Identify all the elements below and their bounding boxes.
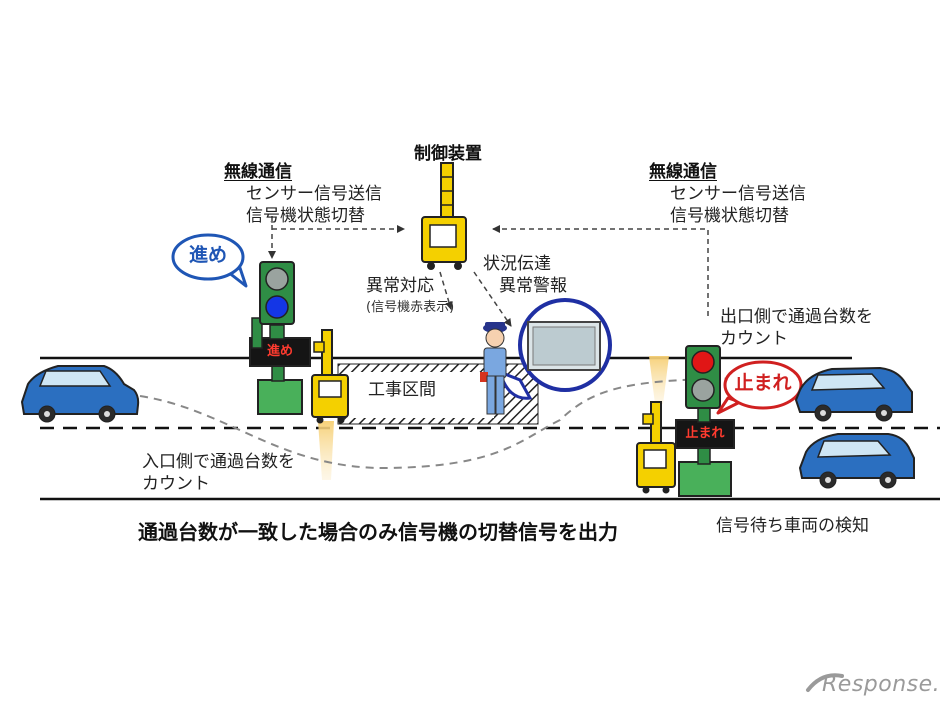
vehicle-path [139,377,801,470]
sensor-beam-right [649,356,669,404]
right-signal-display-text: 止まれ [685,426,725,441]
sensor-beam-left [318,421,334,480]
anomaly-note-label: (信号機赤表示) [366,300,455,315]
caption: 通過台数が一致した場合のみ信号機の切替信号を出力 [138,520,618,544]
go-bubble-text: 進め [188,244,227,266]
wireless-left-line2: 信号機状態切替 [246,206,365,226]
monitor-callout [497,298,612,400]
status-label-line1: 状況伝達 [483,254,551,274]
wireless-right-title: 無線通信 [649,162,717,182]
exit-count-line1: 出口側で通過台数を [720,307,873,327]
anomaly-arrow [439,271,453,310]
status-arrow [473,271,512,327]
waiting-detect-label: 信号待ち車両の検知 [716,516,869,536]
exit-count-line2: カウント [720,329,788,349]
watermark-text: Response. [822,672,941,697]
left-traffic-signal [249,261,311,415]
construction-zone-label: 工事区間 [368,380,436,400]
car-right-lower [798,433,915,489]
wireless-right-line1: センサー信号送信 [670,184,806,204]
wireless-left-title: 無線通信 [224,162,292,182]
wireless-left-line1: センサー信号送信 [246,184,382,204]
left-sensor-device [311,329,349,424]
right-traffic-signal [675,345,735,497]
guard-person [480,322,507,415]
car-right-upper [794,366,913,422]
go-bubble [171,233,248,288]
control-device-label: 制御装置 [414,144,482,164]
anomaly-response-label: 異常対応 [366,276,434,296]
left-signal-display-text: 進め [266,344,293,359]
watermark-logo-mark [806,673,844,692]
wireless-right-line2: 信号機状態切替 [670,206,789,226]
wireless-arrow-right [492,225,709,316]
entry-count-line2: カウント [142,474,210,494]
right-sensor-device [636,401,676,494]
control-device [421,162,467,270]
car-left [20,365,140,423]
stop-bubble [716,360,803,415]
entry-count-line1: 入口側で通過台数を [142,452,295,472]
stop-bubble-text: 止まれ [734,372,792,394]
status-label-line2: 異常警報 [499,276,567,296]
